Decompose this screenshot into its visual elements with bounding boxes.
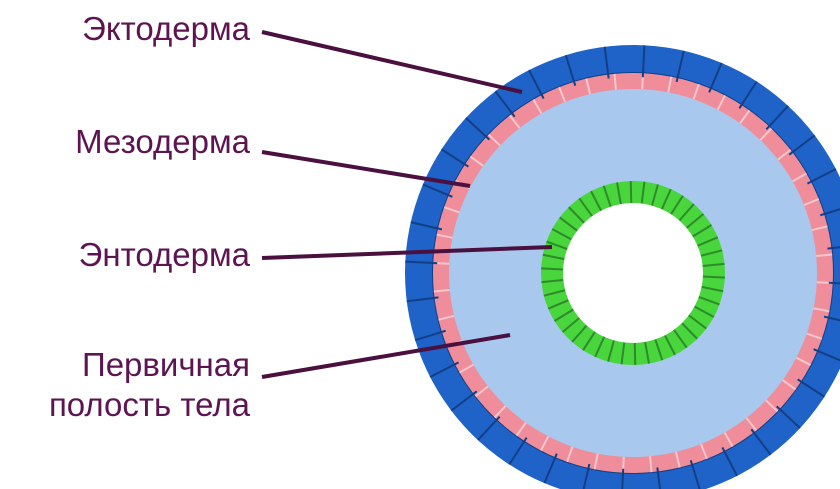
cavity-label-line2: полость тела [0, 386, 250, 424]
endoderm-cell-border [631, 181, 632, 203]
endoderm-cell-border [635, 343, 636, 365]
mesoderm-tick [657, 467, 658, 474]
ectoderm-cell-border [643, 45, 644, 73]
endoderm-cell-border [541, 268, 563, 269]
endoderm-cell-border [703, 276, 725, 277]
ectoderm-leader-line [262, 32, 522, 92]
ectoderm-cell-border [405, 262, 433, 263]
gut-lumen [563, 203, 703, 343]
mesoderm-tick [827, 248, 834, 249]
ectoderm-label: Эктодерма [0, 10, 250, 48]
mesoderm-tick [608, 72, 609, 79]
endoderm-label: Энтодерма [0, 236, 250, 274]
mesoderm-tick [432, 297, 439, 298]
mesoderm-label: Мезодерма [0, 123, 250, 161]
cavity-label-line1: Первичная [0, 346, 250, 384]
